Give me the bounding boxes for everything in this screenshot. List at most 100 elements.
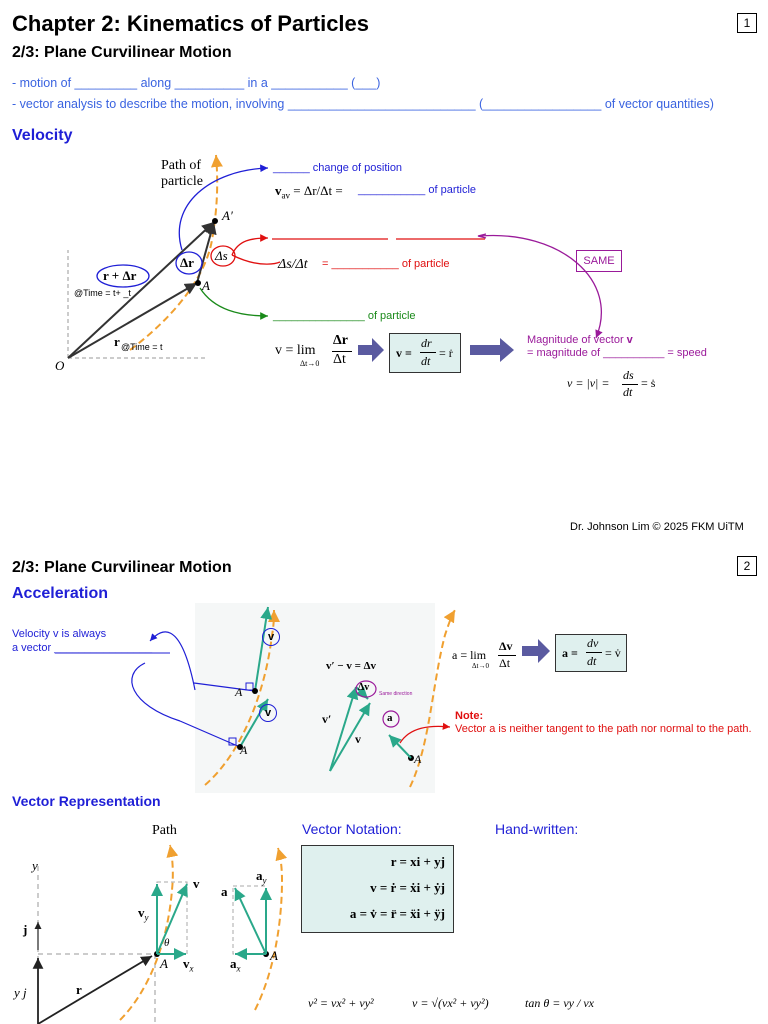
speed-den: dt bbox=[623, 385, 633, 399]
v-frac-den: Δt bbox=[333, 352, 346, 367]
path-label: Path bbox=[152, 823, 177, 838]
velocity-note-1: Velocity v is always bbox=[12, 628, 107, 640]
acceleration-limit-eq: a = lim Δt→0 Δv Δt bbox=[452, 639, 522, 672]
v-small-label: v bbox=[355, 732, 361, 746]
v-circle-bottom: v bbox=[259, 704, 277, 722]
same-box: SAME bbox=[576, 250, 622, 272]
point-a-prime: A′ bbox=[222, 208, 233, 223]
acc-box-tail: = v̇ bbox=[605, 646, 621, 660]
velocity-note-2: a vector ________________ bbox=[12, 642, 153, 654]
speed-eq: v = |v| = ds dt = ṡ bbox=[567, 368, 667, 402]
of-particle-1: ___________ of particle bbox=[358, 184, 477, 196]
time-t-dt-label: @Time = t+ _t bbox=[74, 288, 131, 298]
change-of-position: ______ change of position bbox=[273, 162, 403, 174]
footer: Dr. Johnson Lim © 2025 FKM UiTM bbox=[570, 521, 744, 533]
acc-lim-text: a = lim bbox=[452, 648, 487, 662]
speed-line bbox=[622, 384, 638, 385]
speed-num: ds bbox=[623, 368, 634, 382]
bullet-2: - vector analysis to describe the motion… bbox=[12, 97, 714, 111]
speed-lhs: v = |v| = bbox=[567, 376, 610, 390]
speed-tail: = ṡ bbox=[641, 376, 656, 390]
v-top-label: v bbox=[193, 876, 200, 891]
v-prime-label: v′ bbox=[322, 712, 332, 726]
of-particle-3: _______________ of particle bbox=[273, 310, 416, 322]
v-lim-text: v = lim bbox=[275, 343, 316, 358]
box-num: dr bbox=[421, 336, 432, 350]
of-particle-2: = ___________ of particle bbox=[322, 258, 450, 270]
v-lim-sub: Δt→0 bbox=[300, 359, 320, 368]
magnitude-line-2: = magnitude of __________ = speed bbox=[527, 347, 707, 359]
point-a-5: A bbox=[270, 948, 278, 963]
ax-symbol: a bbox=[230, 956, 237, 971]
subtitle-2: 2/3: Plane Curvilinear Motion bbox=[12, 559, 232, 576]
velocity-derivative-box: v = dr dt = ṙ bbox=[389, 333, 461, 373]
section-velocity: Velocity bbox=[12, 127, 73, 144]
v-frac-line bbox=[332, 351, 352, 352]
point-a: A bbox=[202, 278, 210, 293]
dv-circle-label: Δv bbox=[358, 682, 370, 693]
v-frac-num: Δr bbox=[333, 333, 348, 348]
vy-subscript: y bbox=[144, 912, 149, 923]
acc-frac-num: Δv bbox=[499, 639, 513, 653]
point-a-1: A bbox=[235, 685, 243, 699]
path-label-1: Path of bbox=[161, 158, 202, 173]
page-number-2: 2 bbox=[737, 556, 757, 576]
vector-notation-box: r = xi + yj v = ṙ = ẋi + ẏj a = v̇ = r̈ … bbox=[301, 845, 454, 933]
time-t-label: @Time = t bbox=[121, 342, 163, 352]
theta-label: θ bbox=[164, 937, 170, 949]
point-a-3: A bbox=[414, 752, 422, 766]
j-label: j bbox=[23, 922, 28, 937]
eq-acceleration: a = v̇ = r̈ = ẍi + ÿj bbox=[349, 906, 445, 921]
a-circle-label: a bbox=[387, 712, 393, 724]
page-title: Chapter 2: Kinematics of Particles bbox=[12, 11, 370, 36]
acc-box-num: dv bbox=[587, 636, 599, 650]
r-label: r bbox=[114, 334, 120, 349]
acc-frac-den: Δt bbox=[499, 656, 511, 670]
vector-representation-diagram bbox=[32, 844, 288, 1024]
magnitude-square-eq: v² = vx² + vy² bbox=[308, 996, 374, 1010]
delta-r-label: Δr bbox=[180, 255, 194, 270]
magnitude-line-1: Magnitude of vector v bbox=[527, 334, 633, 346]
eq-position: r = xi + yj bbox=[390, 854, 445, 869]
box-line bbox=[420, 352, 436, 353]
vy-symbol: v bbox=[138, 905, 145, 920]
vector-representation-heading: Vector Representation bbox=[12, 793, 161, 809]
section-acceleration: Acceleration bbox=[12, 585, 109, 602]
y-axis-label: y bbox=[32, 858, 38, 873]
magnitude-eq: v = √(vx² + vy²) bbox=[412, 996, 489, 1010]
v-av-subscript: av bbox=[281, 190, 291, 201]
acceleration-derivative-box: a = dv dt = v̇ bbox=[555, 634, 627, 672]
same-direction-label: Same direction bbox=[379, 691, 413, 697]
box-tail: = ṙ bbox=[439, 346, 453, 360]
page-number-1: 1 bbox=[737, 13, 757, 33]
box-v: v = bbox=[396, 346, 412, 360]
acc-box-a: a = bbox=[562, 646, 578, 660]
v-av-eq: vav = Δr/Δt = bbox=[275, 183, 343, 201]
magnitude-v: v bbox=[626, 334, 633, 346]
r-plus-dr-label: r + Δr bbox=[103, 268, 137, 283]
magnitude-text: Magnitude of vector bbox=[527, 334, 627, 346]
subtitle-1: 2/3: Plane Curvilinear Motion bbox=[12, 44, 232, 61]
ay-subscript: y bbox=[262, 875, 267, 886]
point-a-2: A bbox=[240, 743, 248, 757]
v-av-rhs: = Δr/Δt = bbox=[290, 183, 343, 198]
vx-label: vx bbox=[183, 956, 194, 974]
dv-equation: v′ − v = Δv bbox=[326, 660, 377, 672]
note-body: Vector a is neither tangent to the path … bbox=[455, 723, 752, 735]
tan-theta-eq: tan θ = vy / vx bbox=[525, 996, 594, 1010]
r-vector-label: r bbox=[76, 982, 82, 997]
acc-box-den: dt bbox=[587, 654, 597, 668]
ay-symbol: a bbox=[256, 868, 263, 883]
ay-label: ay bbox=[256, 868, 267, 886]
acceleration-diagram bbox=[55, 603, 550, 793]
ax-label: ax bbox=[230, 956, 241, 974]
v-circle-top: v bbox=[262, 628, 280, 646]
eq-velocity: v = ṙ = ẋi + ẏj bbox=[370, 880, 445, 895]
vector-notation-label: Vector Notation: bbox=[302, 821, 402, 837]
acc-box-line bbox=[586, 652, 602, 653]
v-av-symbol: v bbox=[275, 183, 282, 198]
delta-s-label: Δs bbox=[215, 248, 228, 263]
vx-symbol: v bbox=[183, 956, 190, 971]
yj-label: y j bbox=[14, 985, 27, 1000]
ax-subscript: x bbox=[236, 963, 241, 974]
